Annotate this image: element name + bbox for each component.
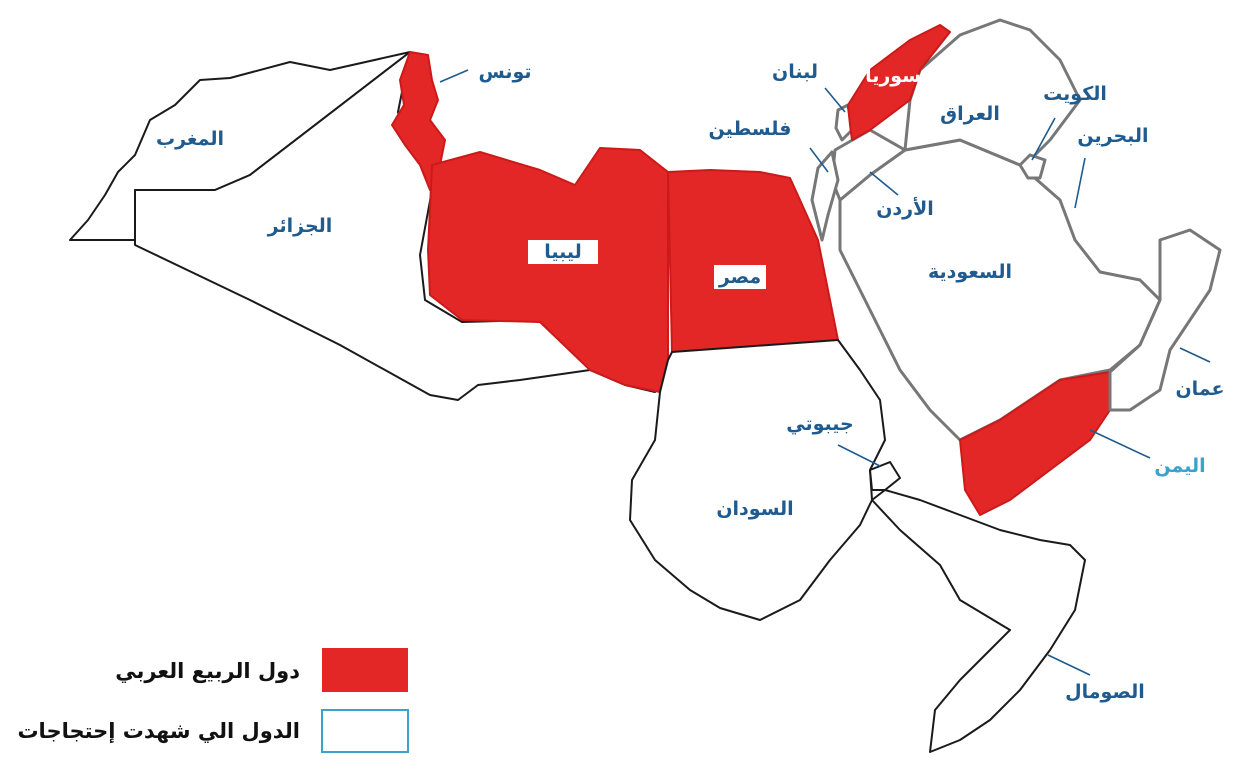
label-box-egypt [714, 265, 766, 289]
country-sudan [629, 339, 886, 621]
pointer-palestine [809, 147, 829, 173]
pointer-tunisia [439, 69, 469, 83]
pointer-yemen [1089, 429, 1151, 459]
pointer-oman [1179, 347, 1211, 363]
label-sudan: السودان [716, 498, 793, 520]
label-somalia: الصومال [1065, 681, 1145, 703]
label-djibouti: جيبوتي [786, 413, 853, 435]
legend-swatch-spring [322, 648, 408, 692]
country-palestine [810, 150, 840, 242]
label-morocco: المغرب [156, 128, 224, 150]
label-syria: سوريا [865, 65, 921, 87]
country-oman [1108, 228, 1222, 412]
country-kuwait [1018, 153, 1047, 180]
pointer-jordan [869, 171, 899, 196]
country-syria [847, 24, 951, 141]
legend-swatch-protests [321, 709, 409, 753]
label-tunisia: تونس [478, 61, 531, 83]
label-oman: عمان [1175, 378, 1224, 400]
legend-label-spring: دول الربيع العربي [115, 659, 300, 683]
country-djibouti [869, 461, 901, 491]
pointer-djibouti [837, 444, 881, 467]
label-box-libya [528, 240, 598, 264]
label-yemen: اليمن [1154, 455, 1205, 477]
label-libya: ليبيا [544, 241, 582, 263]
label-saudi: السعودية [928, 261, 1012, 283]
pointer-bahrain [1074, 157, 1086, 209]
label-algeria: الجزائر [267, 215, 333, 237]
label-lebanon: لبنان [772, 61, 818, 83]
pointer-lebanon [824, 87, 846, 113]
label-bahrain: البحرين [1077, 125, 1148, 147]
legend-label-protests: الدول الي شهدت إحتجاجات [17, 719, 300, 743]
country-yemen [959, 371, 1111, 516]
label-jordan: الأردن [876, 197, 934, 220]
label-iraq: العراق [940, 103, 1000, 125]
label-kuwait: الكويت [1043, 83, 1107, 105]
pointer-somalia [1047, 654, 1091, 676]
country-somalia [871, 489, 1086, 753]
label-egypt: مصر [718, 266, 761, 288]
pointer-kuwait [1031, 117, 1056, 161]
label-palestine: فلسطين [709, 118, 792, 140]
